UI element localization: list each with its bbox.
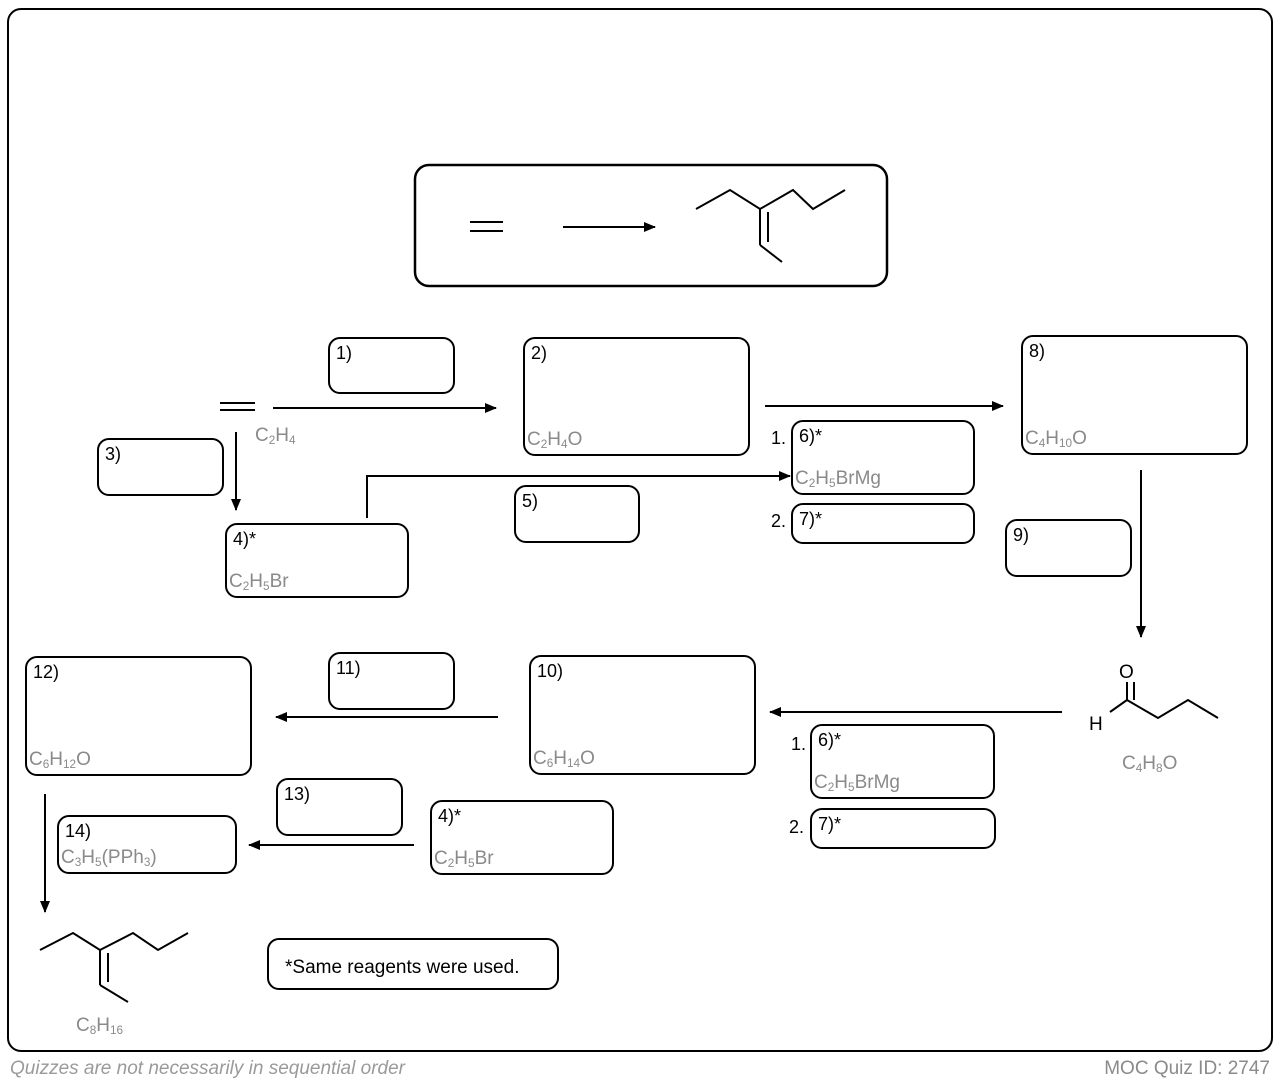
box-7-upper-number: 7)*: [799, 509, 823, 529]
answer-box-4-upper[interactable]: 4)* C2H5Br: [225, 523, 409, 598]
box-10-formula: C6H14O: [533, 748, 595, 770]
box-6-lower-formula: C2H5BrMg: [814, 772, 900, 794]
product-formula: C8H16: [76, 1015, 124, 1037]
answer-box-4-lower[interactable]: 4)* C2H5Br: [430, 800, 614, 875]
answer-box-5[interactable]: 5): [514, 485, 640, 543]
box-6-lower-number: 6)*: [818, 730, 842, 750]
box-3-number: 3): [105, 444, 122, 464]
summary-product-skeleton: [695, 188, 846, 263]
step-2-prefix-upper: 2.: [771, 511, 787, 531]
box-13-number: 13): [284, 784, 311, 804]
box-8-formula: C4H10O: [1025, 428, 1087, 450]
arrow-4-to-6: [366, 471, 791, 518]
answer-box-3[interactable]: 3): [97, 438, 224, 496]
box-4-upper-formula: C2H5Br: [229, 571, 289, 593]
box-9-number: 9): [1013, 525, 1030, 545]
box-4-lower-formula: C2H5Br: [434, 848, 494, 870]
answer-box-1[interactable]: 1): [328, 337, 455, 394]
answer-box-6-upper[interactable]: 6)* C2H5BrMg: [791, 420, 975, 495]
summary-box: [413, 163, 889, 288]
answer-box-7-lower[interactable]: 7)*: [810, 808, 996, 849]
box-10-number: 10): [537, 661, 564, 681]
box-2-formula: C2H4O: [527, 429, 583, 451]
aldehyde-hydrogen: H: [1089, 714, 1103, 735]
quiz-frame: [7, 8, 1273, 1052]
answer-box-14[interactable]: 14) C3H5(PPh3): [57, 815, 237, 874]
box-7-lower-number: 7)*: [818, 814, 842, 834]
box-11-number: 11): [336, 658, 361, 678]
box-12-number: 12): [33, 662, 60, 682]
box-5-number: 5): [522, 491, 539, 511]
box-6-upper-formula: C2H5BrMg: [795, 468, 881, 490]
answer-box-13[interactable]: 13): [276, 778, 403, 836]
box-4-lower-number: 4)*: [438, 806, 462, 826]
aldehyde-oxygen: O: [1119, 662, 1134, 683]
answer-box-10[interactable]: 10) C6H14O: [529, 655, 756, 775]
step-1-prefix-lower: 1.: [791, 734, 807, 754]
answer-box-11[interactable]: 11): [328, 652, 455, 710]
box-14-number: 14): [65, 821, 92, 841]
same-reagents-note: *Same reagents were used.: [267, 938, 559, 990]
step-1-prefix-upper: 1.: [771, 428, 787, 448]
same-reagents-note-text: *Same reagents were used.: [285, 957, 520, 978]
box-6-upper-number: 6)*: [799, 426, 823, 446]
answer-box-9[interactable]: 9): [1005, 519, 1132, 577]
butanal-formula: C4H8O: [1122, 753, 1178, 775]
box-2-number: 2): [531, 343, 548, 363]
answer-box-12[interactable]: 12) C6H12O: [25, 656, 252, 776]
answer-box-7-upper[interactable]: 7)*: [791, 503, 975, 544]
butanal-skeleton: [1109, 682, 1219, 720]
box-4-upper-number: 4)*: [233, 529, 257, 549]
ethylene-formula: C2H4: [255, 425, 296, 447]
product-skeleton: [39, 931, 189, 1003]
box-14-formula: C3H5(PPh3): [61, 847, 157, 869]
box-8-number: 8): [1029, 341, 1046, 361]
box-12-formula: C6H12O: [29, 749, 91, 771]
footer-sequence-note: Quizzes are not necessarily in sequentia…: [10, 1058, 405, 1079]
box-1-number: 1): [336, 343, 353, 363]
answer-box-8[interactable]: 8) C4H10O: [1021, 335, 1248, 455]
answer-box-6-lower[interactable]: 6)* C2H5BrMg: [810, 724, 995, 799]
answer-box-2[interactable]: 2) C2H4O: [523, 337, 750, 456]
quiz-id: MOC Quiz ID: 2747: [1104, 1058, 1270, 1079]
step-2-prefix-lower: 2.: [789, 817, 805, 837]
